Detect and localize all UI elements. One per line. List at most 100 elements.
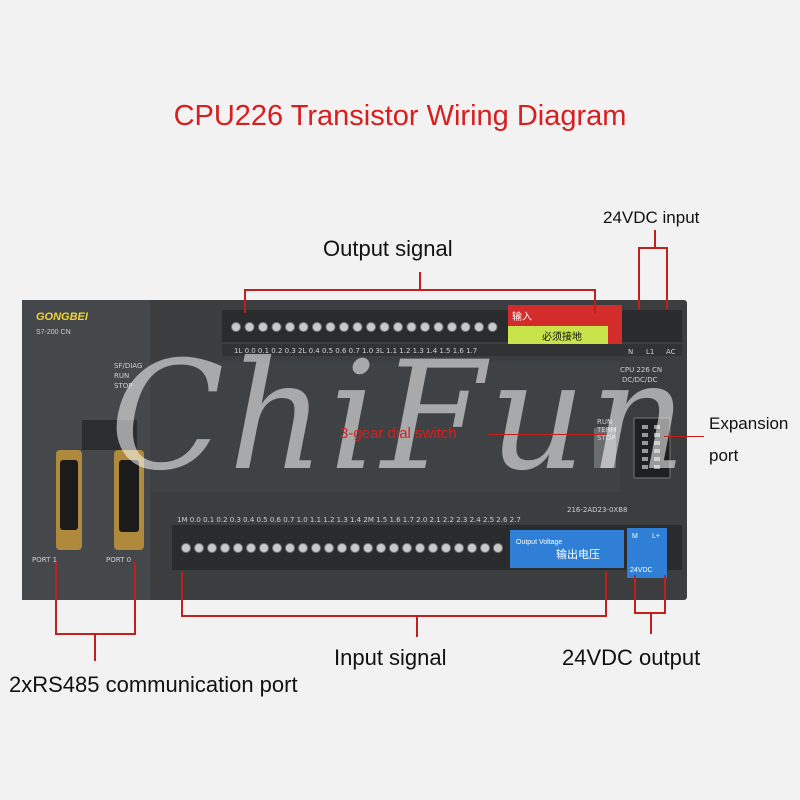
rs485-right	[134, 562, 136, 634]
vdc-terminal-block	[627, 528, 667, 578]
type-label: DC/DC/DC	[622, 376, 658, 384]
power-terminal-n: N	[628, 348, 633, 356]
callout-input-signal: Input signal	[334, 645, 447, 670]
terminal-screw	[298, 322, 309, 332]
terminal-screw	[285, 543, 295, 553]
terminal-screw	[433, 322, 444, 332]
terminal-screw	[272, 543, 282, 553]
terminal-screw	[337, 543, 347, 553]
callout-expansion-port-1: Expansion	[709, 414, 789, 433]
terminal-screw	[366, 322, 376, 332]
output-24vdc-stem	[650, 612, 652, 634]
port-0-label: PORT 0	[106, 556, 131, 564]
terminal-screw	[493, 543, 503, 553]
terminal-screw	[311, 543, 321, 553]
callout-dial-switch: 3-gear dial switch	[340, 425, 457, 442]
input-bracket-stem	[416, 615, 418, 637]
vdc-terminal-m: M	[632, 533, 638, 540]
terminal-screw	[259, 543, 269, 553]
terminal-screw	[363, 543, 373, 553]
switch-term: TERM	[596, 426, 617, 434]
input-signal-bracket	[181, 615, 607, 617]
terminal-screw	[487, 322, 498, 332]
terminal-screw	[454, 543, 464, 553]
terminal-screw	[350, 543, 360, 553]
expansion-pins	[642, 425, 660, 469]
port-1-label: PORT 1	[32, 556, 57, 564]
expansion-pin	[642, 441, 648, 445]
top-screws	[231, 322, 498, 332]
terminal-screw	[233, 543, 243, 553]
expansion-pin	[642, 433, 648, 437]
terminal-screw	[324, 543, 334, 553]
expansion-pin	[642, 457, 648, 461]
terminal-screw	[285, 322, 295, 332]
input-bracket-right	[605, 572, 607, 616]
terminal-screw	[467, 543, 477, 553]
ground-label: 必须接地	[542, 330, 582, 343]
terminal-screw	[393, 322, 403, 332]
terminal-screw	[402, 543, 412, 553]
terminal-screw	[441, 543, 451, 553]
terminal-screw	[339, 322, 349, 332]
terminal-screw	[298, 543, 308, 553]
terminal-screw	[379, 322, 390, 332]
input-label: 输入	[512, 310, 532, 323]
led-sf-diag: SF/DIAG	[114, 362, 142, 370]
bottom-screws	[181, 543, 503, 553]
output-bracket-left	[244, 289, 246, 313]
callout-rs485: 2xRS485 communication port	[9, 672, 298, 697]
expansion-pin	[654, 425, 660, 429]
terminal-screw	[447, 322, 457, 332]
terminal-screw	[389, 543, 399, 553]
terminal-screw	[220, 543, 230, 553]
ground-label-block	[508, 326, 608, 344]
terminal-screw	[181, 543, 191, 553]
dial-switch	[594, 428, 616, 468]
vdc-label: 24VDC	[630, 567, 653, 574]
expansion-pointer	[664, 436, 704, 437]
port-cover	[82, 420, 137, 450]
top-terminal-labels: 1L 0.0 0.1 0.2 0.3 2L 0.4 0.5 0.6 0.7 1.…	[234, 347, 477, 355]
switch-stop: STOP	[597, 434, 615, 442]
series-label: S7-200 CN	[36, 329, 71, 336]
expansion-pin	[654, 441, 660, 445]
terminal-screw	[194, 543, 204, 553]
callout-24vdc-input: 24VDC input	[603, 208, 700, 227]
input-24vdc-bracket	[638, 247, 668, 249]
part-number: 216-2AD23-0XB8	[567, 506, 627, 514]
expansion-pin	[654, 465, 660, 469]
power-terminal-l1: L1	[646, 348, 654, 356]
led-stop: STOP	[114, 382, 132, 390]
terminal-screw	[352, 322, 363, 332]
output-24vdc-right	[664, 575, 666, 613]
dial-switch-pointer	[488, 434, 606, 435]
bottom-terminal-labels: 1M 0.0 0.1 0.2 0.3 0.4 0.5 0.6 0.7 1.0 1…	[177, 516, 521, 524]
rs485-stem	[94, 633, 96, 661]
input-24vdc-stem	[654, 230, 656, 248]
brand-label: GONGBEI	[36, 311, 89, 323]
center-panel	[150, 362, 620, 492]
terminal-screw	[271, 322, 282, 332]
terminal-screw	[207, 543, 217, 553]
terminal-screw	[325, 322, 336, 332]
expansion-port-connector	[633, 417, 671, 479]
expansion-pin	[642, 425, 648, 429]
callout-expansion-port-2: port	[709, 446, 739, 465]
terminal-screw	[244, 322, 255, 332]
plc-device: GONGBEI S7-200 CN SF/DIAG RUN STOP 1L 0.…	[22, 300, 687, 600]
terminal-screw	[406, 322, 417, 332]
led-run: RUN	[114, 372, 129, 380]
power-terminal-ac: AC	[666, 348, 676, 356]
rs485-port-1	[56, 450, 82, 550]
output-24vdc-left	[634, 575, 636, 613]
callout-24vdc-output: 24VDC output	[562, 645, 701, 670]
rs485-left	[55, 562, 57, 634]
terminal-screw	[246, 543, 256, 553]
output-voltage-en: Output Voltage	[516, 539, 562, 546]
input-24vdc-right	[666, 247, 668, 309]
output-voltage-cn: 输出电压	[556, 547, 600, 561]
terminal-screw	[474, 322, 484, 332]
model-label: CPU 226 CN	[620, 366, 662, 374]
expansion-pin	[654, 449, 660, 453]
